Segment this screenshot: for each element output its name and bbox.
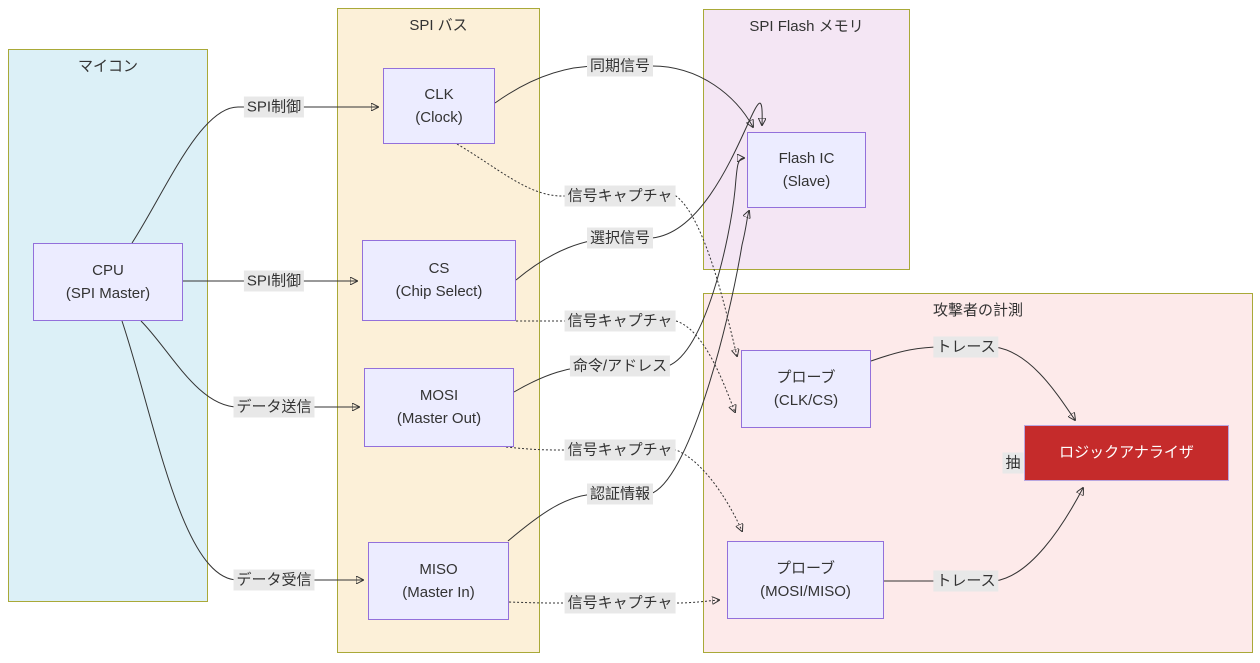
edge-mosi-to-flash bbox=[513, 158, 744, 393]
node-clk-line1: CLK bbox=[424, 85, 454, 103]
node-probe-mosi-miso: プローブ (MOSI/MISO) bbox=[727, 541, 884, 619]
edge-label-sync-signal: 同期信号 bbox=[586, 55, 654, 77]
node-miso-line1: MISO bbox=[419, 560, 458, 578]
edge-label-capture-cs: 信号キャプチャ bbox=[564, 310, 676, 332]
edge-cs-to-flash bbox=[515, 103, 762, 281]
node-probe-clk-cs-line2: (CLK/CS) bbox=[773, 391, 839, 409]
node-cs-line2: (Chip Select) bbox=[395, 283, 483, 300]
node-flash-ic-line2: (Slave) bbox=[782, 172, 831, 190]
edge-clk-to-probe1-dotted bbox=[456, 143, 737, 356]
node-cpu-line2: (SPI Master) bbox=[65, 284, 151, 302]
edge-probe2-to-analyzer bbox=[884, 488, 1083, 582]
node-clk-line2: (Clock) bbox=[415, 108, 463, 126]
node-cpu-line1: CPU bbox=[92, 261, 124, 279]
edge-label-capture-mosi: 信号キャプチャ bbox=[564, 439, 676, 461]
edge-label-trace-1: トレース bbox=[933, 336, 999, 358]
edge-label-spi-ctrl-clk: SPI制御 bbox=[243, 96, 305, 118]
node-cs-line1: CS bbox=[428, 260, 450, 277]
edge-label-capture-miso: 信号キャプチャ bbox=[564, 592, 676, 614]
node-flash-ic-line1: Flash IC bbox=[778, 149, 835, 167]
cluster-spi-flash-title: SPI Flash メモリ bbox=[749, 18, 864, 35]
node-flash-ic: Flash IC (Slave) bbox=[747, 132, 866, 208]
edge-label-data-recv: データ受信 bbox=[233, 569, 315, 591]
cluster-spi-bus-title: SPI バス bbox=[409, 17, 468, 34]
node-logic-analyzer: ロジックアナライザ bbox=[1024, 425, 1229, 481]
edge-miso-to-probe2-dotted bbox=[508, 600, 719, 603]
node-probe-mosi-miso-line2: (MOSI/MISO) bbox=[760, 582, 851, 600]
edge-cpu-to-mosi bbox=[140, 320, 359, 407]
edge-label-data-send: データ送信 bbox=[233, 396, 315, 418]
edge-label-cmd-addr: 命令/アドレス bbox=[569, 355, 671, 377]
node-mosi: MOSI (Master Out) bbox=[364, 368, 514, 447]
node-mosi-line1: MOSI bbox=[419, 387, 459, 404]
node-cpu: CPU (SPI Master) bbox=[33, 243, 183, 321]
edge-label-select-signal: 選択信号 bbox=[586, 227, 654, 249]
node-probe-clk-cs: プローブ (CLK/CS) bbox=[741, 350, 871, 428]
edge-probe1-to-analyzer bbox=[870, 346, 1075, 420]
edge-cpu-to-clk bbox=[131, 107, 378, 244]
node-logic-analyzer-line1: ロジックアナライザ bbox=[1059, 444, 1194, 461]
node-probe-clk-cs-line1: プローブ bbox=[776, 368, 836, 386]
edge-miso-to-flash bbox=[507, 211, 749, 542]
edge-cpu-to-miso bbox=[121, 320, 363, 580]
node-miso-line2: (Master In) bbox=[402, 583, 475, 601]
node-clk: CLK (Clock) bbox=[383, 68, 495, 144]
edge-label-spi-ctrl-cs: SPI制御 bbox=[243, 270, 305, 292]
edge-label-extract-partial: 抽 bbox=[1002, 452, 1024, 474]
cluster-microcontroller-title: マイコン bbox=[77, 58, 138, 75]
cluster-attacker-title: 攻撃者の計測 bbox=[932, 302, 1023, 319]
edge-label-trace-2: トレース bbox=[933, 570, 999, 592]
node-mosi-line2: (Master Out) bbox=[396, 410, 482, 427]
node-cs: CS (Chip Select) bbox=[362, 240, 516, 321]
edge-label-capture-clk: 信号キャプチャ bbox=[564, 185, 676, 207]
node-probe-mosi-miso-line1: プローブ bbox=[775, 559, 836, 577]
cluster-microcontroller: マイコン bbox=[8, 49, 208, 602]
edge-cs-to-probe1-dotted bbox=[516, 320, 735, 412]
edge-label-auth-info: 認証情報 bbox=[586, 483, 654, 505]
node-miso: MISO (Master In) bbox=[368, 542, 509, 620]
